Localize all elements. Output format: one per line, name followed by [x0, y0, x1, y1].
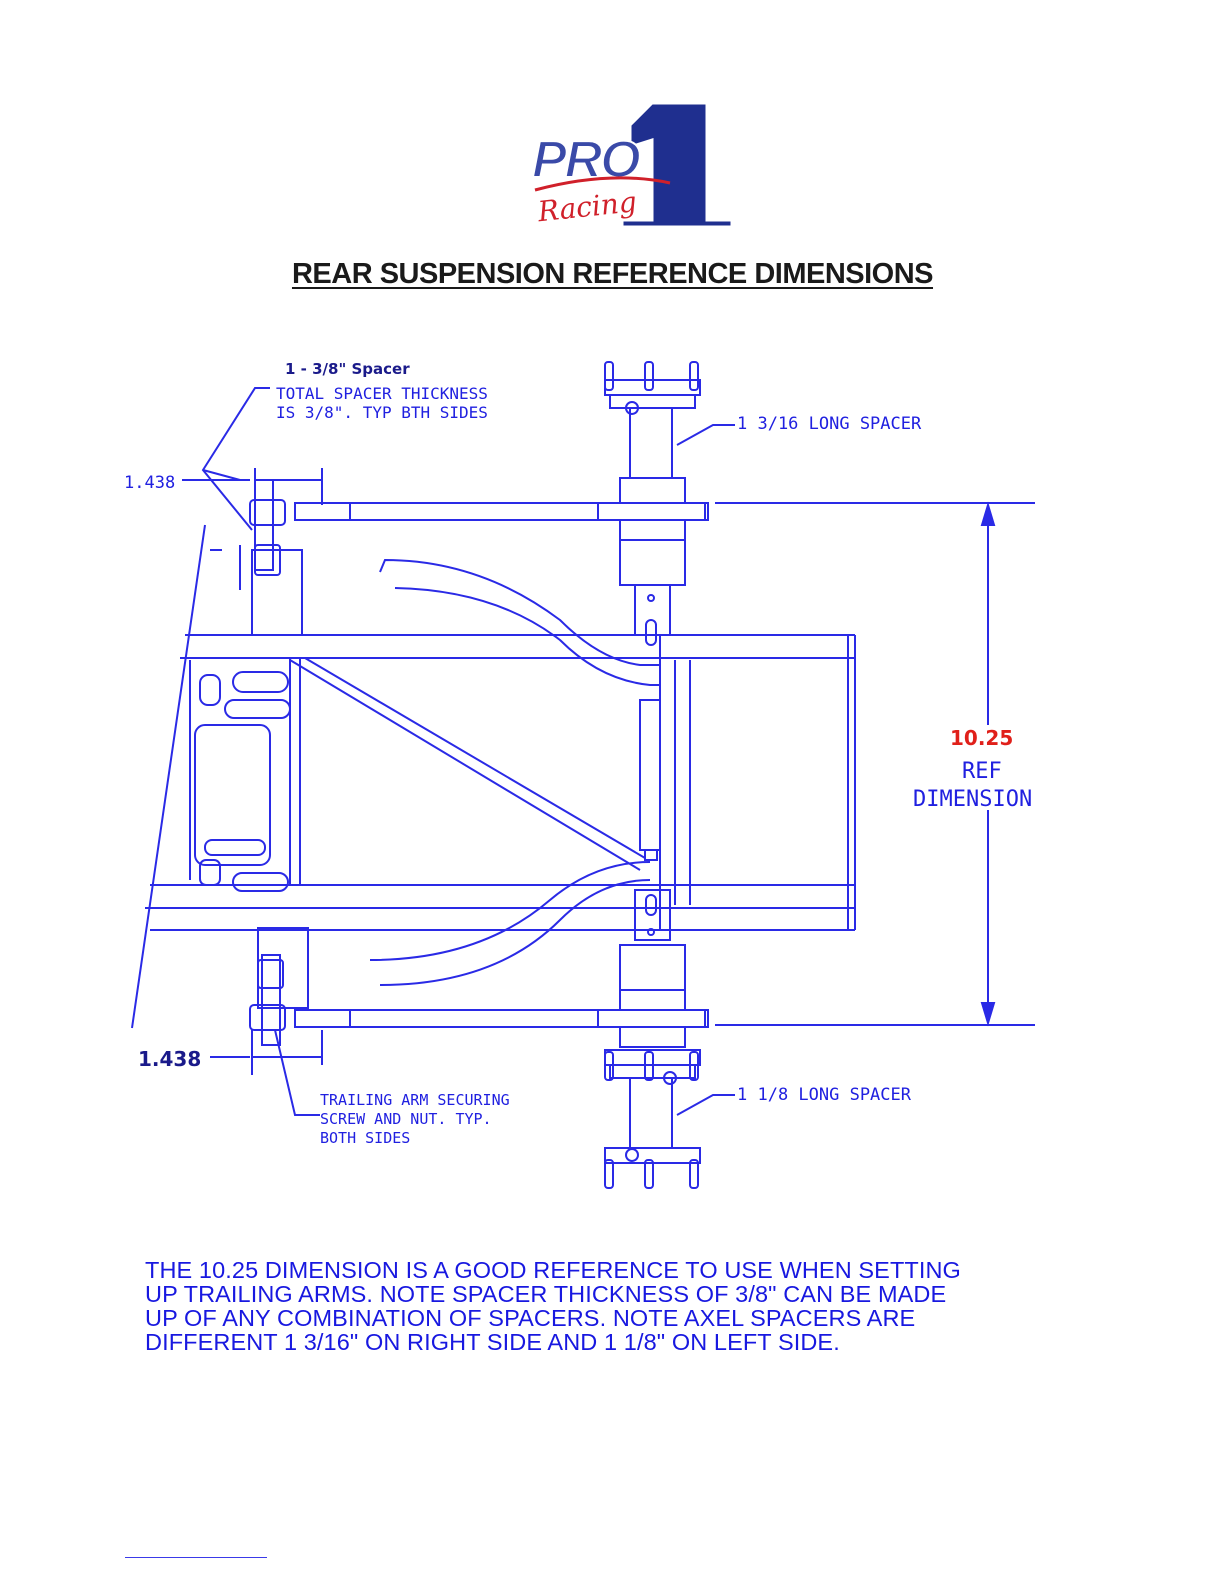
bottom-bracket	[249, 927, 309, 1046]
label-ref-value: 10.25	[950, 726, 1013, 750]
reference-note: THE 10.25 DIMENSION IS A GOOD REFERENCE …	[145, 1258, 1005, 1354]
bottom-studs	[604, 1051, 699, 1189]
label-spacer-note-1: TOTAL SPACER THICKNESS	[276, 384, 488, 403]
page-title-text: REAR SUSPENSION REFERENCE DIMENSIONS	[291, 258, 934, 290]
label-ref-line2: DIMENSION	[913, 787, 1032, 812]
label-screw-note-1: TRAILING ARM SECURING	[320, 1091, 510, 1109]
label-screw-note-2: SCREW AND NUT. TYP.	[320, 1110, 492, 1128]
logo-numeral-1	[620, 101, 734, 229]
leader-lines	[201, 387, 735, 1116]
label-spacer-count: 1 - 3/8" Spacer	[285, 360, 410, 378]
bottom-1438-dimension	[210, 1030, 323, 1075]
top-bracket	[210, 479, 303, 636]
label-top-long-spacer: 1 3/16 LONG SPACER	[737, 414, 922, 434]
top-studs	[604, 361, 699, 391]
bottom-hub-assembly	[597, 889, 709, 1189]
pro1-racing-logo: 1 PRO Racing	[531, 101, 734, 229]
frame-slots	[194, 671, 291, 892]
label-screw-note-3: BOTH SIDES	[320, 1129, 410, 1147]
note-line: UP TRAILING ARMS. NOTE SPACER THICKNESS …	[145, 1281, 947, 1307]
footer-rule	[125, 1557, 267, 1558]
trailing-arm-top	[294, 502, 706, 686]
note-line: UP OF ANY COMBINATION OF SPACERS. NOTE A…	[145, 1305, 916, 1331]
label-bottom-long-spacer: 1 1/8 LONG SPACER	[737, 1085, 912, 1105]
trailing-arm-bottom	[294, 861, 706, 1028]
note-line: DIFFERENT 1 3/16" ON RIGHT SIDE AND 1 1/…	[145, 1329, 840, 1355]
logo-swoosh	[534, 176, 671, 192]
ref-dimension-line	[715, 501, 1035, 1027]
label-spacer-note-2: IS 3/8". TYP BTH SIDES	[276, 403, 488, 422]
label-ref-line1: REF	[962, 759, 1002, 784]
note-line: THE 10.25 DIMENSION IS A GOOD REFERENCE …	[145, 1257, 961, 1283]
top-hub-assembly	[597, 361, 709, 861]
label-bottom-dim: 1.438	[138, 1047, 201, 1071]
page-title: REAR SUSPENSION REFERENCE DIMENSIONS	[0, 258, 1225, 291]
frame-rails	[131, 524, 856, 1029]
label-top-dim: 1.438	[124, 473, 175, 493]
